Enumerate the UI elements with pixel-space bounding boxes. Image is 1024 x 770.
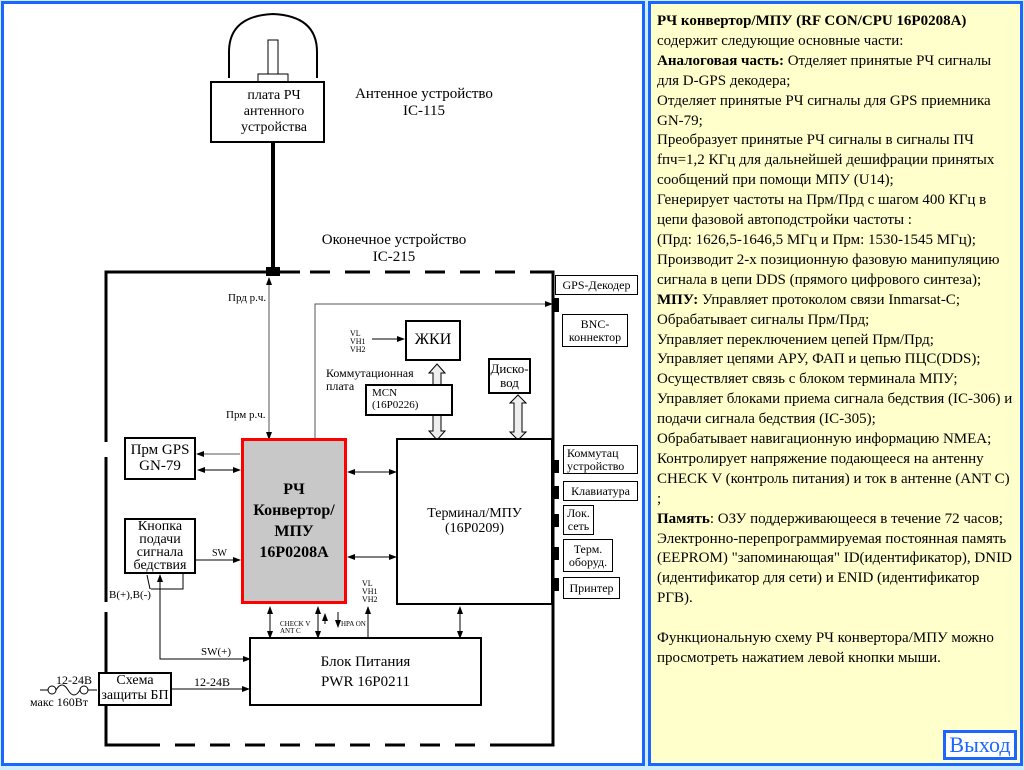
description-paragraph: Электронно-перепрограммируемая постоянна…	[657, 530, 1014, 610]
paragraph-text: Управляет блоками приема сигнала бедстви…	[657, 391, 1013, 428]
paragraph-text: (Прд: 1626,5-1646,5 МГц и Прм: 1530-1545…	[657, 231, 976, 248]
paragraph-text: Обрабатывает сигналы Прм/Прд;	[657, 311, 870, 328]
lcd-block: ЖКИ	[405, 320, 461, 361]
description-paragraph: Управляет цепями АРУ, ФАП и цепью ПЦС(DD…	[657, 350, 1014, 370]
description-paragraph: Осуществляет связь с блоком терминала МП…	[657, 370, 1014, 390]
terminal-unit-frame	[104, 270, 555, 747]
battery-label: B(+),B(-)	[109, 589, 151, 602]
description-paragraph: МПУ: Управляет протоколом связи Inmarsat…	[657, 291, 1014, 311]
description-paragraphs: содержит следующие основные части: Аналог…	[657, 32, 1014, 609]
paragraph-heading: Аналоговая часть:	[657, 52, 784, 69]
paragraph-heading: Память	[657, 510, 710, 527]
sw-label: SW	[212, 548, 227, 559]
paragraph-text: Управляет цепями АРУ, ФАП и цепью ПЦС(DD…	[657, 351, 981, 368]
connector-keyboard: Клавиатура	[563, 481, 638, 501]
description-paragraph: Аналоговая часть: Отделяет принятые РЧ с…	[657, 52, 1014, 92]
sw-plus-label: SW(+)	[201, 646, 232, 658]
description-paragraph: содержит следующие основные части:	[657, 32, 1014, 52]
description-paragraph: Память: ОЗУ поддерживающееся в течение 7…	[657, 510, 1014, 530]
paragraph-text: Отделяет принятые РЧ сигналы для D-GPS д…	[657, 52, 992, 89]
paragraph-text: Осуществляет связь с блоком терминала МП…	[657, 371, 958, 388]
connector-gps-decoder: GPS-Декодер	[555, 275, 638, 295]
paragraph-text: Генерирует частоты на Прм/Прд с шагом 40…	[657, 192, 987, 229]
panel-title: РЧ конвертор/МПУ (RF CON/CPU 16P0208A)	[657, 13, 967, 29]
terminal-cpu-block[interactable]: Терминал/МПУ(16P0209)	[396, 438, 553, 605]
paragraph-text: Управляет переключением цепей Прм/Прд;	[657, 331, 934, 348]
paragraph-text: содержит следующие основные части:	[657, 32, 904, 49]
description-paragraph: Управляет переключением цепей Прм/Прд;	[657, 331, 1014, 351]
connector-terminal-equipment: Терм.оборуд.	[563, 539, 613, 572]
description-paragraph: Генерирует частоты на Прм/Прд с шагом 40…	[657, 191, 1014, 231]
panel-footer: Функциональную схему РЧ конвертора/МПУ м…	[657, 630, 994, 666]
description-paragraph: Преобразует принятые РЧ сигналы в сигнал…	[657, 131, 1014, 191]
description-paragraph: Производит 2-х позиционную фазовую манип…	[657, 251, 1014, 291]
exit-button[interactable]: Выход	[943, 730, 1017, 760]
rf-tx-label: Прд р.ч.	[228, 292, 267, 304]
hpa-label: HPA ON	[341, 620, 366, 628]
paragraph-text: : ОЗУ поддерживающееся в течение 72 часо…	[709, 510, 1003, 527]
connector-lan: Лок.сеть	[563, 505, 594, 535]
description-paragraph: Обрабатывает сигналы Прм/Прд;	[657, 311, 1014, 331]
mcn-block: MCN(16P0226)	[365, 384, 453, 416]
description-paragraph: (Прд: 1626,5-1646,5 МГц и Прм: 1530-1545…	[657, 231, 1014, 251]
description-paragraph: Контролирует напряжение подающееся на ан…	[657, 450, 1014, 510]
diagram-lines	[40, 12, 559, 747]
connector-bnc: BNC-коннектор	[562, 314, 628, 347]
paragraph-text: Производит 2-х позиционную фазовую манип…	[657, 251, 1000, 288]
description-paragraph: Обрабатывает навигационную информацию NM…	[657, 430, 1014, 450]
voltage-in-label: 12-24В	[56, 673, 92, 687]
paragraph-text: Электронно-перепрограммируемая постоянна…	[657, 530, 1012, 607]
description-panel: РЧ конвертор/МПУ (RF CON/CPU 16P0208A) с…	[648, 1, 1023, 766]
rf-rx-label: Прм р.ч.	[226, 409, 266, 421]
description-paragraph: Отделяет принятые РЧ сигналы для GPS при…	[657, 92, 1014, 132]
connector-printer: Принтер	[563, 577, 620, 599]
max-power-label: макс 160Вт	[30, 695, 88, 709]
voltage-out-label: 12-24В	[194, 675, 230, 689]
paragraph-heading: МПУ:	[657, 291, 699, 308]
paragraph-text: Контролирует напряжение подающееся на ан…	[657, 450, 1010, 507]
description-paragraph: Управляет блоками приема сигнала бедстви…	[657, 390, 1014, 430]
paragraph-text: Преобразует принятые РЧ сигналы в сигнал…	[657, 132, 995, 189]
paragraph-text: Управляет протоколом связи Inmarsat-C;	[698, 291, 960, 308]
antenna-dome	[210, 12, 325, 143]
paragraph-text: Обрабатывает навигационную информацию NM…	[657, 431, 992, 448]
paragraph-text: Отделяет принятые РЧ сигналы для GPS при…	[657, 92, 991, 129]
disk-drive-block: Диско-вод	[488, 358, 531, 394]
